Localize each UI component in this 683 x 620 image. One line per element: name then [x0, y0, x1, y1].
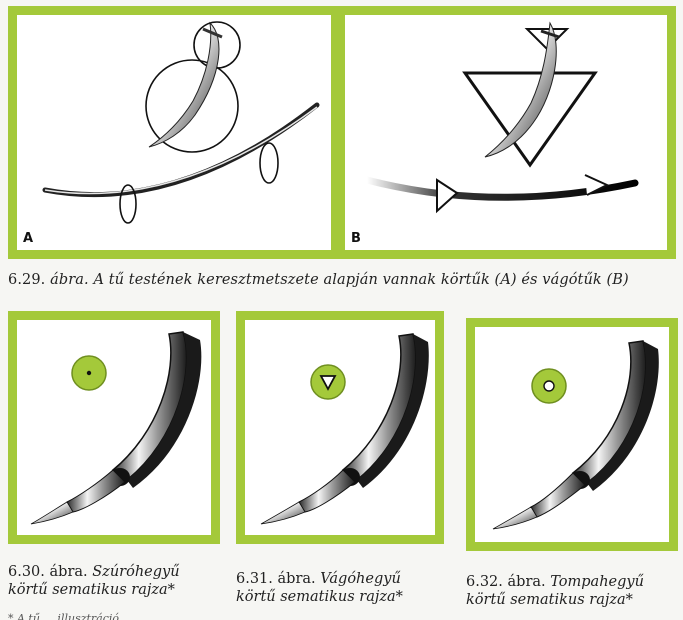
- caption-number: 6.29.: [8, 272, 46, 288]
- blunt-point-needle-illustration: [492, 340, 659, 530]
- caption-title: Vágóhegyű: [320, 571, 401, 587]
- figure-panel-a: A: [8, 6, 340, 259]
- figure-panel-6-31: [236, 311, 444, 544]
- caption-number: 6.31.: [236, 571, 273, 587]
- figure-caption-6-29: 6.29. ábra. A tű testének keresztmetszet…: [8, 272, 678, 288]
- panel-label-a: A: [23, 231, 34, 246]
- footnote: * A tű ... illusztráció: [8, 612, 120, 620]
- figure-panel-6-32: [466, 318, 678, 551]
- figure-caption-6-31: 6.31. ábra. Vágóhegyű körtű sematikus ra…: [236, 570, 403, 606]
- taper-point-needle-illustration: [30, 331, 202, 525]
- caption-number: 6.30.: [8, 564, 45, 580]
- caption-line2: körtű sematikus rajza*: [466, 592, 633, 608]
- cutting-point-needle-illustration: [260, 333, 429, 525]
- caption-word: ábra.: [277, 571, 316, 587]
- figure-caption-6-32: 6.32. ábra. Tompahegyű körtű sematikus r…: [466, 573, 644, 609]
- caption-text: ábra. A tű testének keresztmetszete alap…: [50, 272, 629, 288]
- caption-line2: körtű sematikus rajza*: [8, 582, 175, 598]
- caption-word: ábra.: [507, 574, 546, 590]
- figure-panel-6-30: [8, 311, 220, 544]
- caption-number: 6.32.: [466, 574, 503, 590]
- caption-title: Szúróhegyű: [92, 564, 180, 580]
- caption-line2: körtű sematikus rajza*: [236, 589, 403, 605]
- caption-word: ábra.: [49, 564, 88, 580]
- panel-label-b: B: [351, 231, 361, 246]
- round-needle-illustration: [42, 21, 320, 224]
- caption-title: Tompahegyű: [550, 574, 644, 590]
- figure-caption-6-30: 6.30. ábra. Szúróhegyű körtű sematikus r…: [8, 563, 180, 599]
- figure-panel-b: B: [336, 6, 676, 259]
- cutting-needle-illustration: [363, 21, 639, 214]
